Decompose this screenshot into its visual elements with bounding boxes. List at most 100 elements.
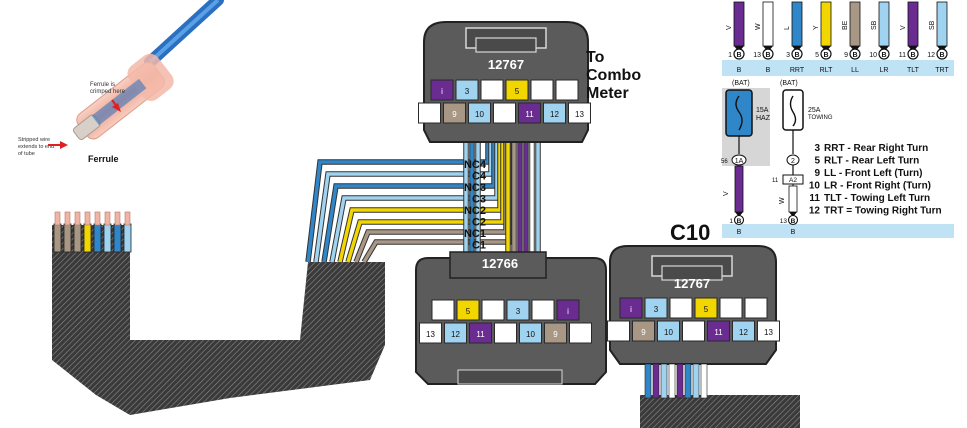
legend-number: 12: [809, 206, 821, 217]
schematic-pin-badge-label: B: [881, 52, 886, 59]
schematic-wire: [936, 1, 948, 47]
fuse-left-amp: 15A: [756, 107, 769, 114]
bottom-left-connector-pin-12: [544, 322, 567, 344]
bottom-left-connector-pin-6: [556, 299, 580, 321]
destination-label-line3: Meter: [586, 85, 629, 102]
schematic-pin-number: 5: [815, 52, 819, 59]
schematic-wire: [791, 1, 803, 47]
schematic-pin-badge: [820, 48, 832, 60]
schematic-wire-color: BE: [842, 20, 849, 30]
ferrule-tube: [54, 211, 61, 226]
schematic-pin-number: 13: [753, 52, 761, 59]
fuse-right-amp: 25A: [808, 107, 821, 114]
schematic-wire-color: SB: [929, 20, 936, 30]
wire-label-c3: C3: [472, 194, 486, 206]
bottom-left-connector-pin-label: 12: [451, 330, 460, 339]
bottom-right-connector-pin-8: [632, 320, 655, 342]
junction-2-label: 2: [791, 158, 795, 165]
junction-1a-num: 56: [721, 159, 728, 165]
schematic-pin-badge-label: B: [939, 52, 944, 59]
wire-harness: [305, 142, 541, 264]
top-connector-pin-9: [468, 102, 491, 124]
schematic-panel: VB1BWB13BLB3RRTYB5RLTBEB9LLSBB10LRVB11TL…: [721, 1, 954, 238]
legend-number: 5: [814, 156, 820, 167]
bottom-right-connector-pin-4: [694, 297, 718, 319]
schematic-bottom-pin-name: B: [737, 229, 742, 236]
schematic-pin-badge-label: B: [823, 52, 828, 59]
schematic-pin-badge: [878, 48, 890, 60]
ribbon-wire-end: [113, 223, 122, 253]
ferrule-tube: [104, 211, 111, 226]
legend-text: TLT - Towing Left Turn: [824, 193, 930, 204]
legend-number: 9: [814, 168, 820, 179]
schematic-pin-name: B: [766, 67, 771, 74]
legend-text: RLT - Rear Left Turn: [824, 156, 919, 167]
bottom-left-connector-pin-label: 11: [476, 330, 485, 339]
ribbon-wire-end: [83, 223, 92, 253]
bottom-left-connector-pin-11: [519, 322, 542, 344]
schematic-wire-color: V: [900, 25, 907, 30]
bottom-right-connector-pin-3: [669, 297, 693, 319]
bottom-right-connector-pin-label: 5: [704, 305, 709, 314]
ferrule-tube: [74, 211, 81, 226]
ferrule-tube: [84, 211, 91, 226]
bottom-left-connector-pin-5: [531, 299, 555, 321]
wire-label-nc4: NC4: [464, 159, 487, 171]
top-connector-pin-12: [543, 102, 566, 124]
top-connector-pin-5: [530, 79, 554, 101]
bottom-right-connector-pin-10: [682, 320, 705, 342]
bottom-right-connector-pin-13: [757, 320, 780, 342]
top-connector-pin-4: [505, 79, 529, 101]
c10-wire-tail: [684, 363, 692, 399]
wire-label-c4: C4: [472, 171, 487, 183]
c10-wire-tail: [660, 363, 668, 399]
ferrule-tube: [124, 211, 131, 226]
schematic-pin-badge-label: B: [852, 52, 857, 59]
top-connector-pin-label: 9: [452, 110, 457, 119]
bottom-left-connector-pin-1: [431, 299, 455, 321]
wire-label-c2: C2: [472, 217, 486, 229]
ribbon-wire-ends: [53, 211, 132, 253]
top-connector-pin-label: 13: [575, 110, 584, 119]
junction-1a-label: 1A: [735, 158, 744, 165]
bottom-right-connector-pin-9: [657, 320, 680, 342]
ferrule-label: Ferrule: [88, 154, 119, 164]
schematic-bottom-pin-badge: [733, 214, 745, 226]
ribbon-wire-end: [53, 223, 62, 253]
bottom-left-connector-pin-label: 9: [553, 330, 558, 339]
legend-text: TRT = Towing Right Turn: [824, 206, 942, 217]
bottom-left-connector-pin-3: [481, 299, 505, 321]
schematic-wire: [878, 1, 890, 47]
top-connector-pin-13: [568, 102, 591, 124]
schematic-pin-name: B: [737, 67, 742, 74]
fuse-left-name: HAZ: [756, 115, 771, 122]
schematic-bottom-pin-number: 13: [780, 218, 788, 225]
c10-wire-tail: [700, 363, 708, 399]
bottom-left-connector-pin-label: 3: [516, 307, 521, 316]
harness-wire: [314, 142, 493, 263]
legend-number: 11: [809, 193, 820, 204]
bottom-right-connector-pin-1: [619, 297, 643, 319]
wire-left-color: V: [723, 191, 730, 196]
schematic-pin-badge: [762, 48, 774, 60]
bottom-left-connector-pin-10: [494, 322, 517, 344]
schematic-pin-badge: [936, 48, 948, 60]
bottom-left-connector-pin-label: i: [567, 307, 569, 316]
schematic-bottom-pin-badge: [787, 214, 799, 226]
top-connector-pin-label: i: [441, 87, 443, 96]
harness-wire: [306, 142, 490, 263]
c10-wire-tail: [652, 363, 660, 399]
top-connector-pin-label: 11: [525, 110, 534, 119]
schematic-pin-badge-label: B: [910, 52, 915, 59]
top-connector-pin-7: [418, 102, 441, 124]
legend-number: 3: [814, 143, 820, 154]
schematic-wire: [820, 1, 832, 47]
top-connector-pin-label: 10: [475, 110, 484, 119]
